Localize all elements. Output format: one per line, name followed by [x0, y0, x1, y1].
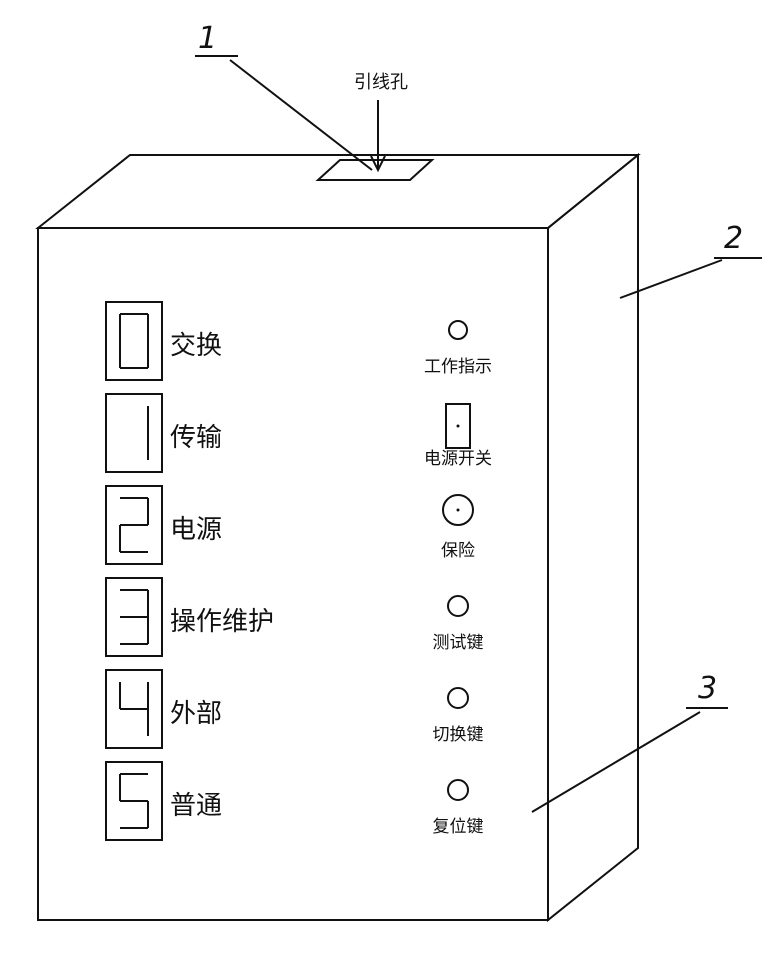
- indicator-row: 交换: [105, 301, 222, 381]
- digit-display: [119, 773, 149, 829]
- indicator-row: 普通: [105, 761, 222, 841]
- digit-display-frame: [105, 669, 163, 749]
- control-label: 切换键: [433, 725, 484, 745]
- callout-2-leader: [619, 259, 723, 299]
- indicator-label: 外部: [170, 699, 222, 729]
- callout-3-number: 3: [698, 671, 717, 706]
- wire-hole-label: 引线孔: [354, 72, 408, 93]
- callout-3-leader: [531, 711, 701, 813]
- control-item: 切换键: [433, 687, 484, 745]
- push-button[interactable]: [447, 595, 469, 617]
- fuse-holder[interactable]: [442, 494, 474, 526]
- control-label: 复位键: [433, 817, 484, 837]
- status-led: [448, 320, 468, 340]
- push-button[interactable]: [447, 779, 469, 801]
- control-label: 保险: [441, 541, 475, 561]
- indicator-row: 传输: [105, 393, 222, 473]
- indicator-label: 传输: [170, 423, 222, 453]
- control-item: 复位键: [433, 779, 484, 837]
- callout-1-leader: [229, 59, 373, 171]
- callout-1-number: 1: [198, 21, 217, 56]
- box-top-face: [35, 154, 641, 229]
- digit-display-frame: [105, 485, 163, 565]
- wire-hole: [315, 159, 435, 181]
- power-switch[interactable]: [445, 403, 471, 449]
- control-label: 电源开关: [424, 449, 492, 469]
- digit-display-frame: [105, 393, 163, 473]
- control-label: 工作指示: [424, 357, 492, 377]
- box-side-face: [547, 152, 639, 923]
- indicator-label: 交换: [170, 331, 222, 361]
- indicator-label: 普通: [170, 791, 222, 821]
- digit-display-frame: [105, 577, 163, 657]
- digit-display-frame: [105, 301, 163, 381]
- digit-display: [119, 682, 149, 736]
- wire-hole-arrow-head: [370, 155, 386, 173]
- switch-dot: [456, 424, 460, 428]
- control-item: 电源开关: [424, 403, 492, 469]
- indicator-row: 电源: [105, 485, 222, 565]
- control-item: 保险: [441, 494, 475, 561]
- control-item: 测试键: [433, 595, 484, 653]
- digit-display: [119, 313, 149, 369]
- control-item: 工作指示: [424, 320, 492, 377]
- push-button[interactable]: [447, 687, 469, 709]
- callout-2-number: 2: [724, 221, 743, 256]
- indicator-row: 外部: [105, 669, 222, 749]
- indicator-label: 操作维护: [170, 607, 274, 637]
- indicator-row: 操作维护: [105, 577, 274, 657]
- control-label: 测试键: [433, 633, 484, 653]
- fuse-center: [456, 508, 460, 512]
- box-outline: [35, 152, 641, 923]
- indicator-label: 电源: [170, 515, 222, 545]
- digit-display-frame: [105, 761, 163, 841]
- digit-display: [120, 589, 149, 645]
- digit-display: [119, 497, 149, 553]
